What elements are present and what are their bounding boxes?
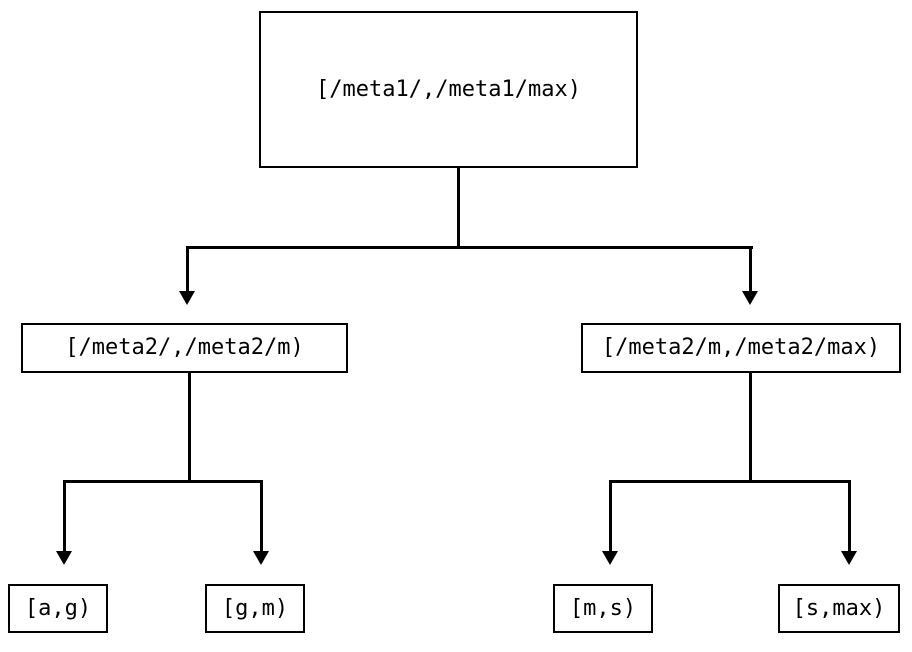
arrowhead-down-icon-leaf-gm — [253, 551, 269, 565]
arrowhead-down-icon-mid-left — [179, 291, 195, 305]
edge-mid-right-split-bar — [609, 480, 851, 483]
edge-root-split-bar — [186, 246, 753, 249]
arrowhead-down-icon-mid-right — [742, 291, 758, 305]
arrowhead-down-icon-leaf-ms — [602, 551, 618, 565]
arrowhead-down-icon-leaf-ag — [56, 551, 72, 565]
edge-root-to-mid-left — [186, 246, 189, 292]
tree-node-root[interactable]: [/meta1/,/meta1/max) — [259, 11, 638, 168]
arrowhead-down-icon-leaf-smax — [841, 551, 857, 565]
edge-mid-right-to-leaf-smax — [848, 480, 851, 552]
tree-node-leaf-gm-label: [g,m) — [221, 595, 289, 621]
edge-mid-right-stem — [749, 373, 752, 483]
edge-mid-left-split-bar — [63, 480, 263, 483]
tree-node-mid-right[interactable]: [/meta2/m,/meta2/max) — [581, 323, 901, 373]
edge-mid-left-to-leaf-gm — [260, 480, 263, 552]
tree-node-mid-right-label: [/meta2/m,/meta2/max) — [601, 335, 881, 360]
edge-mid-left-stem — [188, 373, 191, 483]
tree-node-leaf-ag-label: [a,g) — [24, 595, 92, 621]
tree-node-leaf-ms-label: [m,s) — [569, 595, 637, 621]
tree-node-mid-left-label: [/meta2/,/meta2/m) — [65, 335, 304, 360]
tree-node-mid-left[interactable]: [/meta2/,/meta2/m) — [21, 323, 348, 373]
edge-root-to-mid-right — [749, 246, 752, 292]
tree-node-root-label: [/meta1/,/meta1/max) — [316, 76, 581, 102]
tree-node-leaf-smax[interactable]: [s,max) — [778, 584, 900, 633]
edge-mid-right-to-leaf-ms — [609, 480, 612, 552]
tree-node-leaf-smax-label: [s,max) — [792, 595, 886, 621]
tree-node-leaf-ag[interactable]: [a,g) — [8, 584, 108, 633]
tree-node-leaf-ms[interactable]: [m,s) — [553, 584, 653, 633]
tree-node-leaf-gm[interactable]: [g,m) — [205, 584, 305, 633]
edge-mid-left-to-leaf-ag — [63, 480, 66, 552]
edge-root-stem — [457, 168, 460, 249]
